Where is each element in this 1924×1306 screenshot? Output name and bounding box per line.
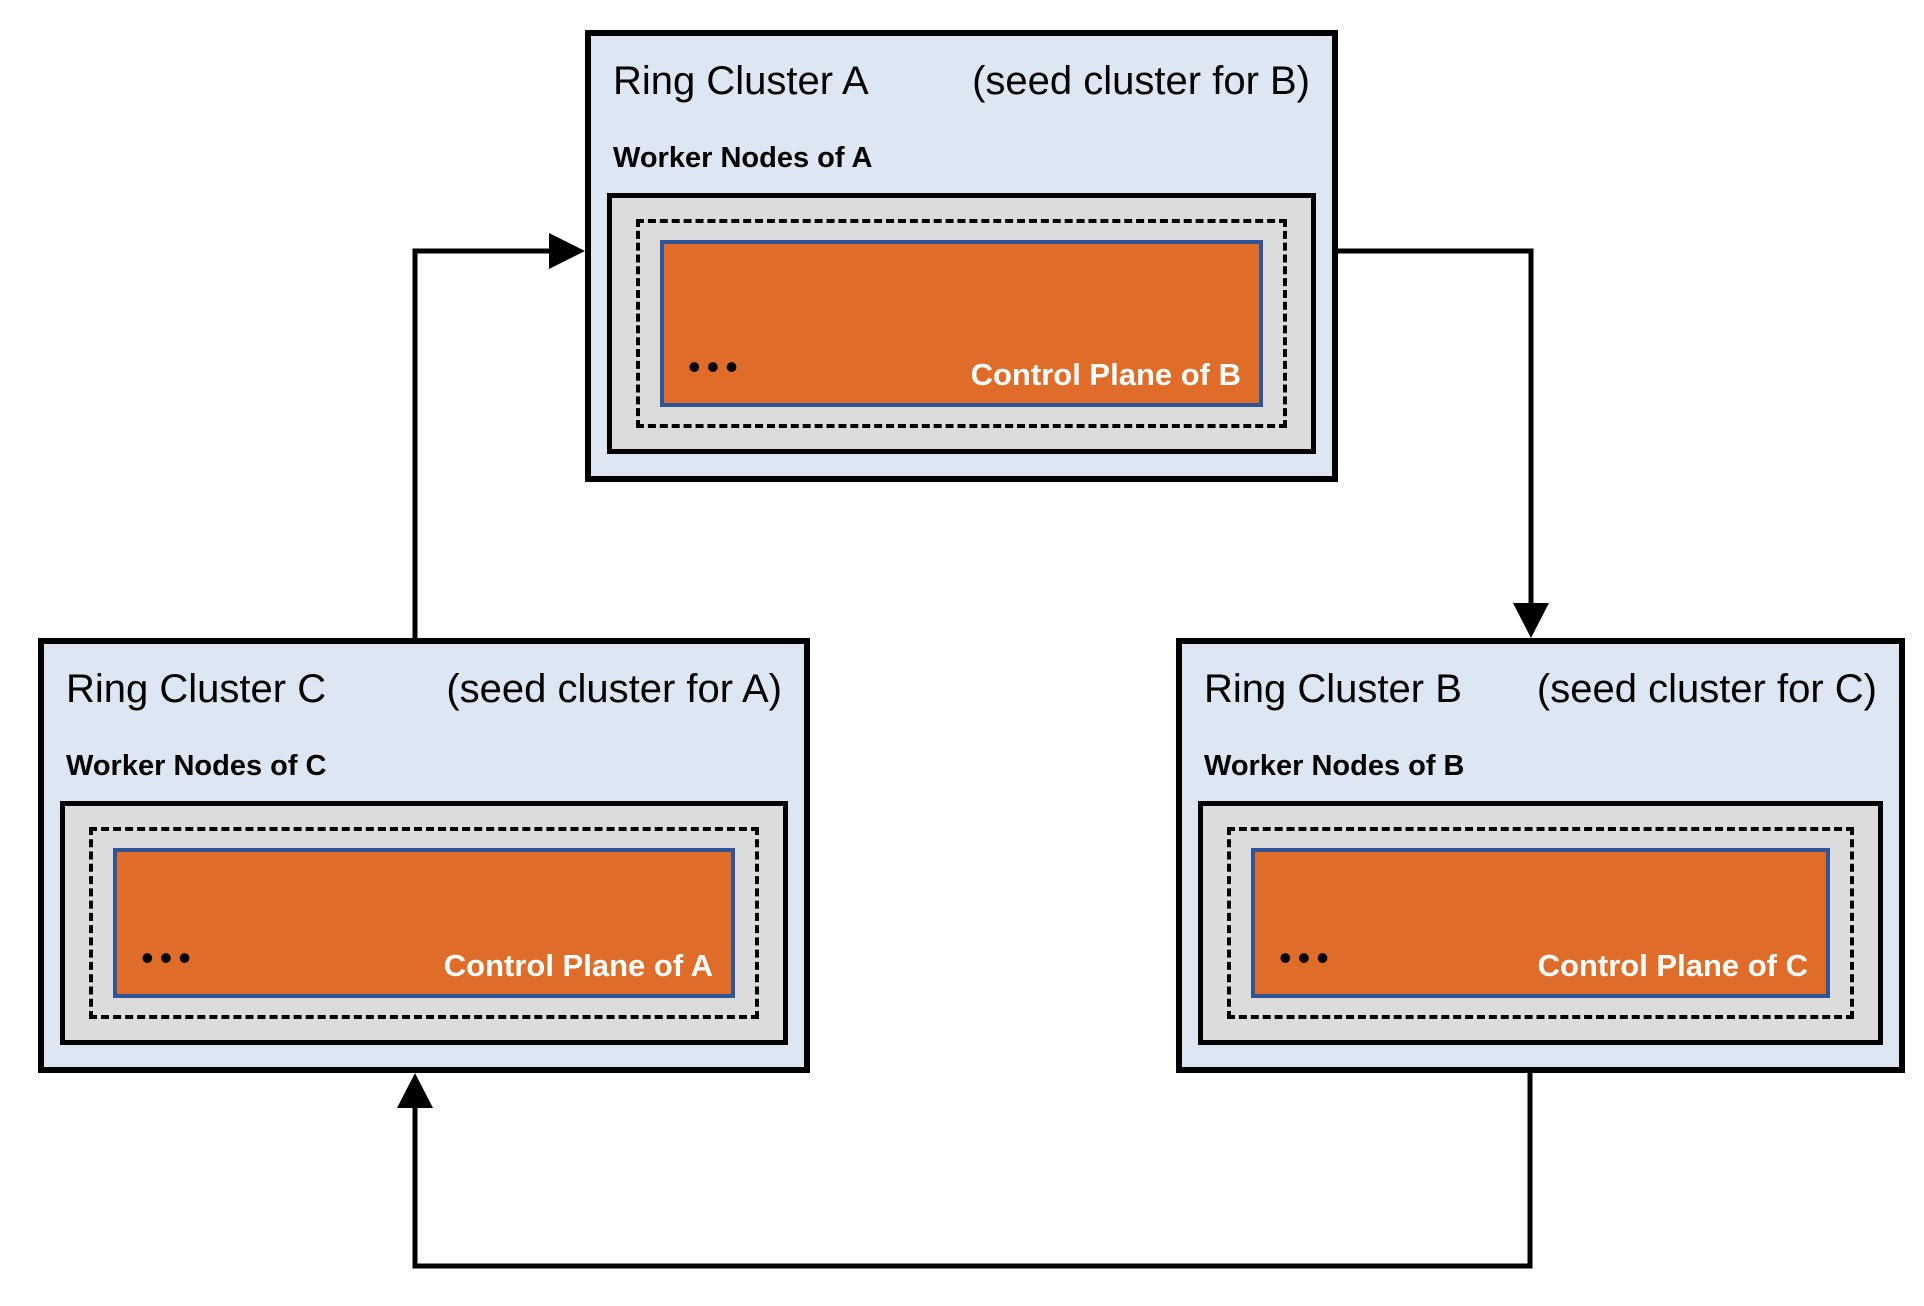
cluster-a-worker-nodes-label: Worker Nodes of A (613, 142, 873, 174)
cluster-b-seed-note: (seed cluster for C) (1536, 667, 1877, 711)
cluster-a: Ring Cluster A (seed cluster for B) Work… (585, 30, 1338, 482)
cluster-a-seed-note: (seed cluster for B) (972, 59, 1310, 103)
cluster-b-worker-nodes-label: Worker Nodes of B (1204, 750, 1465, 782)
ellipsis-dots-icon: ••• (688, 346, 744, 387)
arrowhead-right-icon (549, 233, 585, 269)
ellipsis-dots-icon: ••• (1279, 937, 1335, 978)
cluster-b-dashed-boundary: ••• Control Plane of C (1227, 827, 1854, 1019)
cluster-b-worker-zone: ••• Control Plane of C (1198, 801, 1883, 1045)
arrow-b-to-c (397, 1073, 1533, 1269)
cluster-a-dashed-boundary: ••• Control Plane of B (636, 219, 1287, 428)
cluster-a-control-plane-box: ••• Control Plane of B (660, 240, 1263, 407)
cluster-c-control-plane-label: Control Plane of A (443, 947, 713, 983)
cluster-c-control-plane-box: ••• Control Plane of A (113, 848, 735, 998)
cluster-b: Ring Cluster B (seed cluster for C) Work… (1176, 638, 1905, 1073)
cluster-a-control-plane-label: Control Plane of B (970, 356, 1241, 392)
cluster-c-worker-zone: ••• Control Plane of A (60, 801, 788, 1045)
cluster-c-title: Ring Cluster C (66, 667, 327, 711)
cluster-a-title-row: Ring Cluster A (seed cluster for B) (607, 58, 1316, 104)
cluster-b-control-plane-label: Control Plane of C (1537, 947, 1808, 983)
arrow-c-to-a (412, 233, 585, 638)
arrowhead-down-icon (1513, 603, 1549, 638)
ellipsis-dots-icon: ••• (141, 937, 197, 978)
arrow-a-to-b (1338, 248, 1549, 638)
cluster-c-seed-note: (seed cluster for A) (446, 667, 782, 711)
cluster-b-control-plane-box: ••• Control Plane of C (1251, 848, 1830, 998)
cluster-c-dashed-boundary: ••• Control Plane of A (89, 827, 759, 1019)
cluster-b-title: Ring Cluster B (1204, 667, 1462, 711)
cluster-b-title-row: Ring Cluster B (seed cluster for C) (1198, 666, 1883, 712)
cluster-a-title: Ring Cluster A (613, 59, 869, 103)
cluster-c-worker-nodes-label: Worker Nodes of C (66, 750, 327, 782)
arrowhead-up-icon (397, 1073, 433, 1108)
cluster-c: Ring Cluster C (seed cluster for A) Work… (38, 638, 810, 1073)
cluster-a-worker-zone: ••• Control Plane of B (607, 193, 1316, 454)
cluster-c-title-row: Ring Cluster C (seed cluster for A) (60, 666, 788, 712)
